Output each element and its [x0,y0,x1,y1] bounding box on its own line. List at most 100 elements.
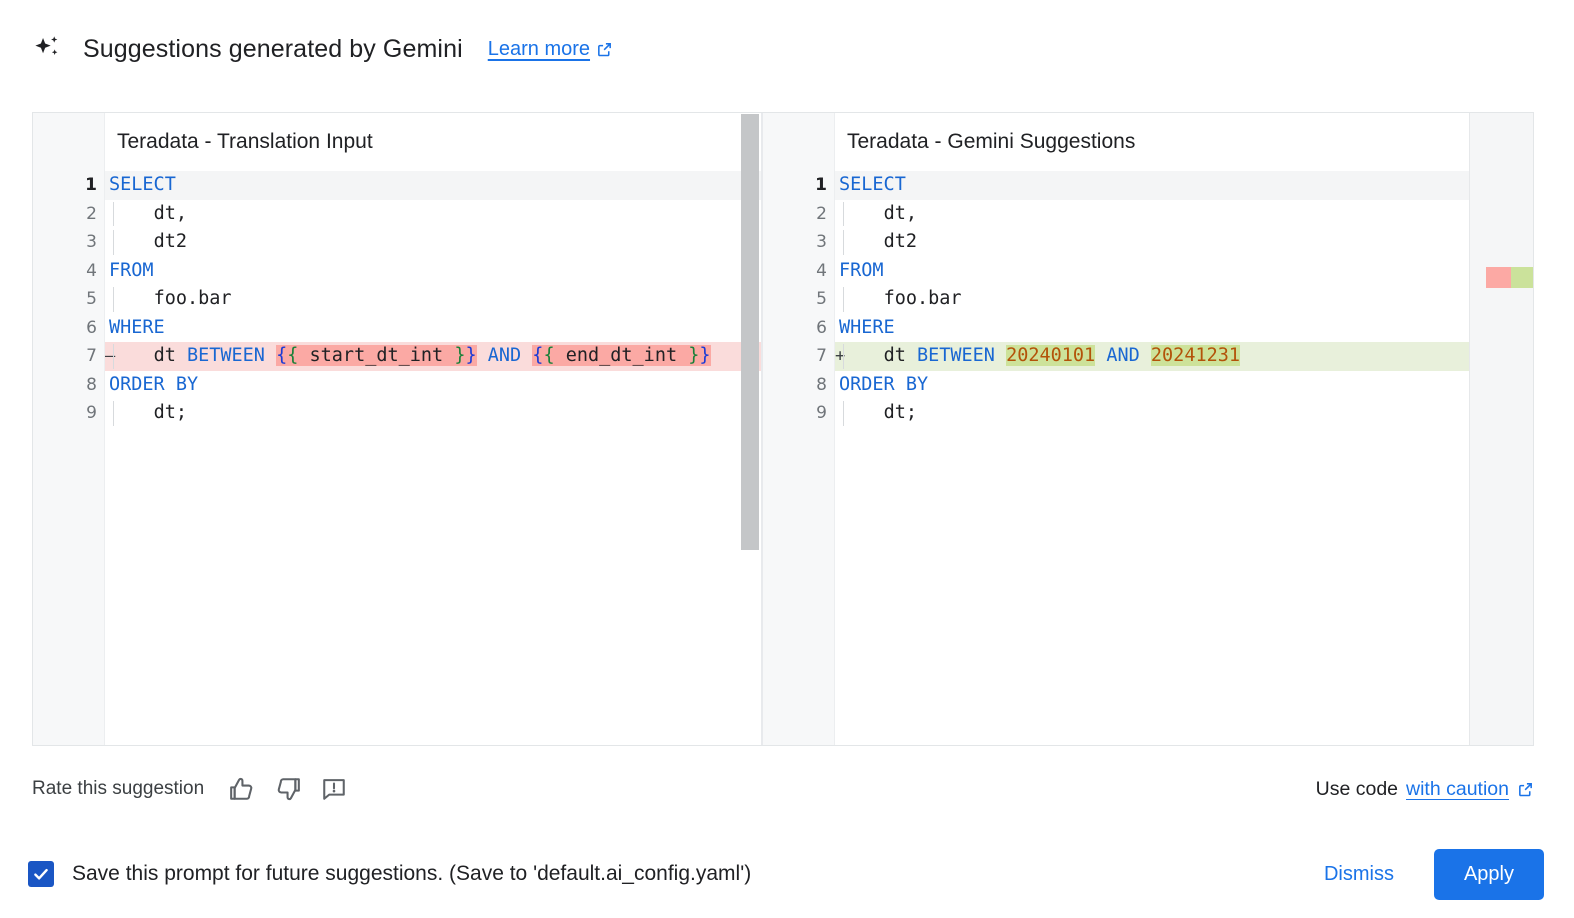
indent-guide [113,401,114,426]
line-number: 5 [86,289,97,310]
code-text: dt, [883,202,917,224]
code-line[interactable]: 1 SELECT [33,171,761,200]
apply-button[interactable]: Apply [1433,848,1544,900]
page-title: Suggestions generated by Gemini [83,34,463,63]
code-line[interactable]: 8 ORDER BY [763,371,1533,400]
code-line[interactable]: 2 dt, [763,200,1533,229]
diff-overview-ruler[interactable] [1469,113,1533,745]
line-highlight [105,171,761,200]
line-number: 2 [816,203,827,224]
code-text: ORDER BY [109,373,199,395]
code-text: FROM [109,259,154,281]
code-line[interactable]: 7 — dt BETWEEN {{ start_dt_int }} AND {{ … [33,342,761,371]
indent-guide [113,344,114,369]
editor-left[interactable]: Teradata - Translation Input 1 SELECT 2 dt… [33,113,761,745]
use-code-prefix: Use code [1315,777,1399,800]
line-number: 7 [86,346,97,367]
learn-more-link[interactable]: Learn more [488,38,613,61]
editor-right-title: Teradata - Gemini Suggestions [847,130,1136,153]
editor-divider [761,113,763,745]
code-text: FROM [839,259,884,281]
code-line[interactable]: 5 foo.bar [763,285,1533,314]
indent-guide [843,230,844,255]
indent-guide [843,344,844,369]
save-prompt-checkbox[interactable] [28,861,54,887]
code-text: dt2 [883,231,917,252]
learn-more-label: Learn more [487,37,591,60]
use-code-caution: Use code with caution [1316,778,1534,801]
indent-guide [113,201,114,226]
report-feedback-icon[interactable] [319,774,349,804]
code-text: dt, [153,202,187,224]
code-text: dt BETWEEN 20240101 AND 20241231 [883,345,1241,366]
code-text: ORDER BY [839,373,929,395]
line-number: 1 [815,175,827,196]
ruler-mark-deleted [1486,267,1511,288]
code-text: dt BETWEEN {{ start_dt_int }} AND {{ end… [153,345,711,366]
code-text: WHERE [109,316,165,338]
line-number: 3 [86,232,97,253]
external-link-icon [596,41,613,58]
rate-icon-group [227,774,349,804]
line-number: 1 [85,175,97,196]
editor-left-title: Teradata - Translation Input [117,130,373,153]
code-line[interactable]: 8 ORDER BY [33,371,761,400]
code-text: SELECT [109,174,176,195]
code-line[interactable]: 4 FROM [33,257,761,286]
line-number: 8 [86,374,97,395]
line-number: 3 [816,232,827,253]
panel-footer: Save this prompt for future suggestions.… [28,845,1544,903]
line-number: 5 [816,289,827,310]
line-number: 6 [816,317,827,338]
code-line[interactable]: 5 foo.bar [33,285,761,314]
code-text: foo.bar [153,288,232,309]
external-link-icon [1517,781,1534,798]
line-number: 9 [86,403,97,424]
indent-guide [113,230,114,255]
line-number: 6 [86,317,97,338]
footer-actions: Dismiss Apply [1308,848,1544,900]
code-text: dt; [883,402,917,423]
line-number: 2 [86,203,97,224]
sparkle-icon [30,32,64,66]
line-number: 9 [816,403,827,424]
rate-label: Rate this suggestion [32,778,205,799]
diff-viewer: Teradata - Translation Input 1 SELECT 2 dt… [32,112,1534,746]
line-number-gutter-right [763,113,835,745]
thumb-down-icon[interactable] [273,774,303,804]
indent-guide [843,401,844,426]
diff-removed-marker: — [105,346,116,367]
vertical-scrollbar-left[interactable] [741,114,759,550]
line-number: 7 [816,346,827,367]
code-line[interactable]: 3 dt2 [763,228,1533,257]
save-prompt-label: Save this prompt for future suggestions.… [72,862,752,885]
code-line[interactable]: 2 dt, [33,200,761,229]
code-line[interactable]: 7+ dt BETWEEN 20240101 AND 20241231 [763,342,1533,371]
indent-guide [843,287,844,312]
code-line[interactable]: 9 dt; [33,399,761,428]
rate-suggestion-row: Rate this suggestion [32,768,1534,810]
code-line[interactable]: 3 dt2 [33,228,761,257]
code-line[interactable]: 6 WHERE [33,314,761,343]
line-number-gutter-left [33,113,105,745]
with-caution-link[interactable]: with caution [1406,777,1509,800]
code-text: dt; [153,402,187,423]
line-number: 4 [86,260,97,281]
check-icon [34,868,48,880]
line-number: 8 [816,374,827,395]
code-text: dt2 [153,231,187,252]
code-text: foo.bar [883,288,962,309]
code-line[interactable]: 9 dt; [763,399,1533,428]
thumb-up-icon[interactable] [227,774,257,804]
dismiss-button[interactable]: Dismiss [1308,853,1410,896]
indent-guide [113,287,114,312]
ruler-mark-inserted [1511,267,1533,288]
indent-guide [843,201,844,226]
